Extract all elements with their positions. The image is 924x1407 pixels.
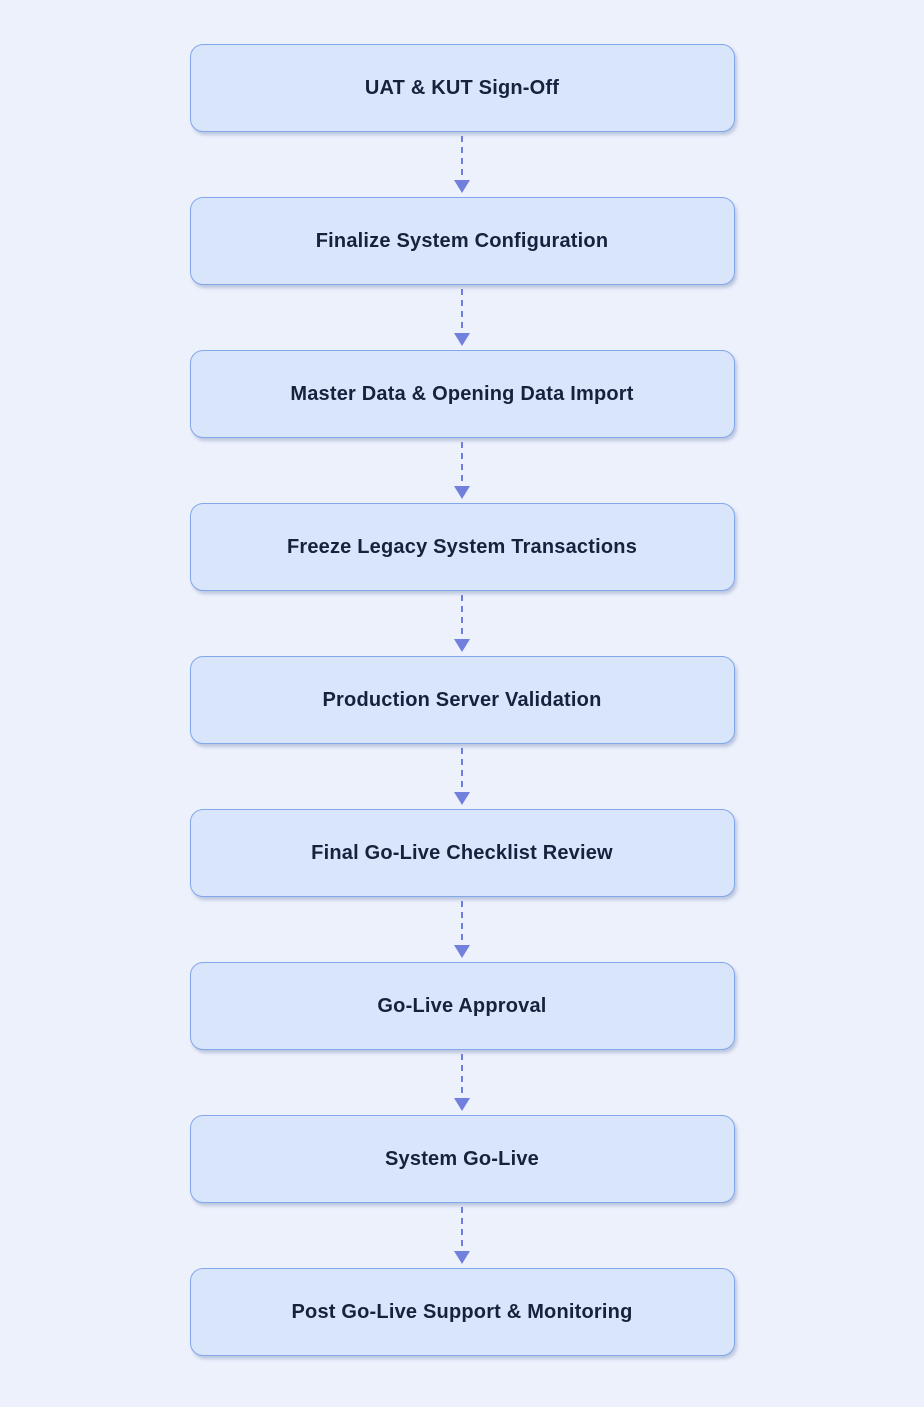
flow-step-label: Go-Live Approval bbox=[377, 994, 547, 1017]
flow-connector bbox=[454, 438, 470, 503]
flow-step-post-go-live-support-monitoring: Post Go-Live Support & Monitoring bbox=[189, 1268, 735, 1356]
flow-connector bbox=[454, 285, 470, 350]
dashed-line bbox=[461, 136, 463, 180]
dashed-line bbox=[461, 289, 463, 333]
arrow-down-icon bbox=[454, 486, 470, 499]
flow-connector bbox=[454, 897, 470, 962]
flow-step-label: Master Data & Opening Data Import bbox=[290, 382, 634, 405]
flow-step-label: Post Go-Live Support & Monitoring bbox=[291, 1300, 633, 1323]
dashed-line bbox=[461, 442, 463, 486]
flow-step-label: Production Server Validation bbox=[322, 688, 602, 711]
flow-step-label: UAT & KUT Sign-Off bbox=[364, 76, 560, 99]
arrow-down-icon bbox=[454, 945, 470, 958]
flow-step-system-go-live: System Go-Live bbox=[189, 1115, 735, 1203]
arrow-down-icon bbox=[454, 792, 470, 805]
flow-connector bbox=[454, 591, 470, 656]
arrow-down-icon bbox=[454, 180, 470, 193]
dashed-line bbox=[461, 595, 463, 639]
flow-connector bbox=[454, 132, 470, 197]
arrow-down-icon bbox=[454, 639, 470, 652]
flow-step-freeze-legacy-system-transactions: Freeze Legacy System Transactions bbox=[189, 503, 735, 591]
flow-connector bbox=[454, 1203, 470, 1268]
arrow-down-icon bbox=[454, 1251, 470, 1264]
flow-step-go-live-approval: Go-Live Approval bbox=[189, 962, 735, 1050]
flow-connector bbox=[454, 744, 470, 809]
flow-step-label: System Go-Live bbox=[385, 1147, 539, 1170]
flow-step-finalize-system-configuration: Finalize System Configuration bbox=[189, 197, 735, 285]
dashed-line bbox=[461, 1207, 463, 1251]
flow-step-label: Final Go-Live Checklist Review bbox=[311, 841, 613, 864]
flow-step-final-go-live-checklist-review: Final Go-Live Checklist Review bbox=[189, 809, 735, 897]
flow-step-label: Finalize System Configuration bbox=[315, 229, 609, 252]
dashed-line bbox=[461, 1054, 463, 1098]
flow-step-label: Freeze Legacy System Transactions bbox=[286, 535, 638, 558]
flow-step-production-server-validation: Production Server Validation bbox=[189, 656, 735, 744]
flow-step-uat-kut-sign-off: UAT & KUT Sign-Off bbox=[189, 44, 735, 132]
arrow-down-icon bbox=[454, 1098, 470, 1111]
flow-step-master-data-opening-data-import: Master Data & Opening Data Import bbox=[189, 350, 735, 438]
arrow-down-icon bbox=[454, 333, 470, 346]
dashed-line bbox=[461, 901, 463, 945]
flow-connector bbox=[454, 1050, 470, 1115]
dashed-line bbox=[461, 748, 463, 792]
